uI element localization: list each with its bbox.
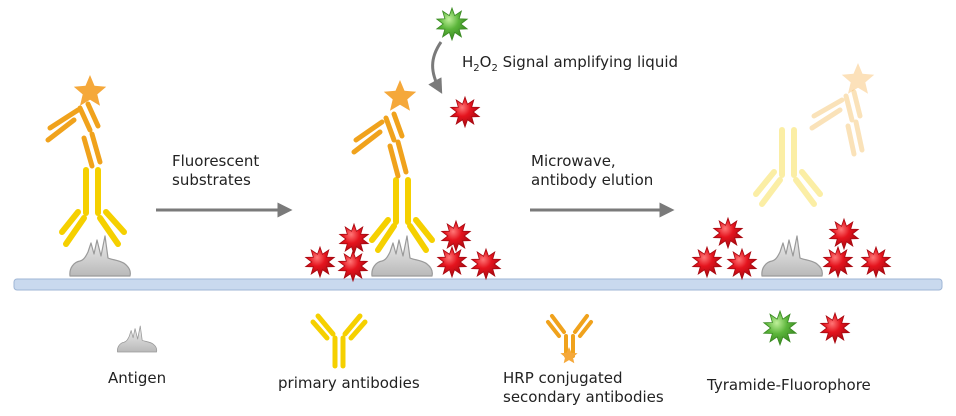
reagent-red-fluorophore xyxy=(449,95,481,129)
reagent-label-o: O xyxy=(479,53,492,71)
legend-green-fluorophore-icon xyxy=(762,309,798,347)
reagent-label-text: Signal amplifying liquid xyxy=(497,53,679,71)
step2-label: Microwave, antibody elution xyxy=(531,152,653,190)
red-fluorophore xyxy=(304,245,336,279)
red-fluorophore xyxy=(828,217,860,251)
panel1-secondary-antibody xyxy=(45,101,103,169)
legend-antigen-label: Antigen xyxy=(108,369,167,387)
panel1-hrp-star xyxy=(73,75,107,106)
red-fluorophore xyxy=(691,245,723,279)
step2-label-line1: Microwave, xyxy=(531,152,616,170)
legend-secondary-antibody-icon xyxy=(546,314,593,358)
reagent-label: H2O2 Signal amplifying liquid xyxy=(462,53,678,78)
reagent-label-h: H xyxy=(462,53,474,71)
red-fluorophore xyxy=(819,311,851,345)
panel2-hrp-star xyxy=(383,80,417,111)
curved-arrow xyxy=(428,41,443,94)
panel3-hrp-star xyxy=(841,63,875,94)
red-fluorophore xyxy=(337,249,369,283)
reagent-label-sub2: 2 xyxy=(491,63,498,74)
red-fluorophore xyxy=(822,245,854,279)
red-fluorophore xyxy=(436,245,468,279)
panel2-deposited-fluorophores xyxy=(304,219,502,283)
panel3-eluted-primary-antibody xyxy=(753,127,823,207)
red-fluorophore xyxy=(712,216,744,250)
legend-hrp-star-icon xyxy=(560,347,578,364)
step1-label-line2: substrates xyxy=(172,171,251,189)
red-fluorophore xyxy=(860,245,892,279)
step1-label-line1: Fluorescent xyxy=(172,152,260,170)
panel2-secondary-antibody xyxy=(351,111,409,179)
panel3-deposited-fluorophores xyxy=(691,216,892,281)
panel3-eluted-secondary-antibody xyxy=(809,89,865,157)
red-fluorophore xyxy=(338,222,370,256)
legend-secondary-label: HRP conjugated secondary antibodies xyxy=(503,369,664,407)
legend-antigen-icon xyxy=(117,325,158,353)
red-fluorophore xyxy=(449,95,481,129)
legend-tyramide-label: Tyramide-Fluorophore xyxy=(707,376,871,394)
legend-secondary-line1: HRP conjugated xyxy=(503,369,623,387)
step1-label: Fluorescent substrates xyxy=(172,152,259,190)
panel1-primary-antibody xyxy=(59,167,127,247)
panel2-primary-antibody xyxy=(369,177,435,253)
legend-primary-label: primary antibodies xyxy=(278,374,420,392)
reagent-label-sub1: 2 xyxy=(473,63,480,74)
legend-primary-antibody-icon xyxy=(310,313,368,369)
green-fluorophore xyxy=(435,6,469,42)
legend-secondary-line2: secondary antibodies xyxy=(503,388,664,406)
panel3-antigen xyxy=(761,235,823,277)
red-fluorophore xyxy=(440,219,472,253)
red-fluorophore xyxy=(470,247,502,281)
panel1-antigen xyxy=(69,235,131,277)
membrane-strip xyxy=(13,278,943,291)
red-fluorophore xyxy=(726,247,758,281)
green-fluorophore xyxy=(762,309,798,347)
legend-red-fluorophore-icon xyxy=(819,311,851,345)
step2-label-line2: antibody elution xyxy=(531,171,654,189)
reagent-green-fluorophore xyxy=(435,6,469,42)
